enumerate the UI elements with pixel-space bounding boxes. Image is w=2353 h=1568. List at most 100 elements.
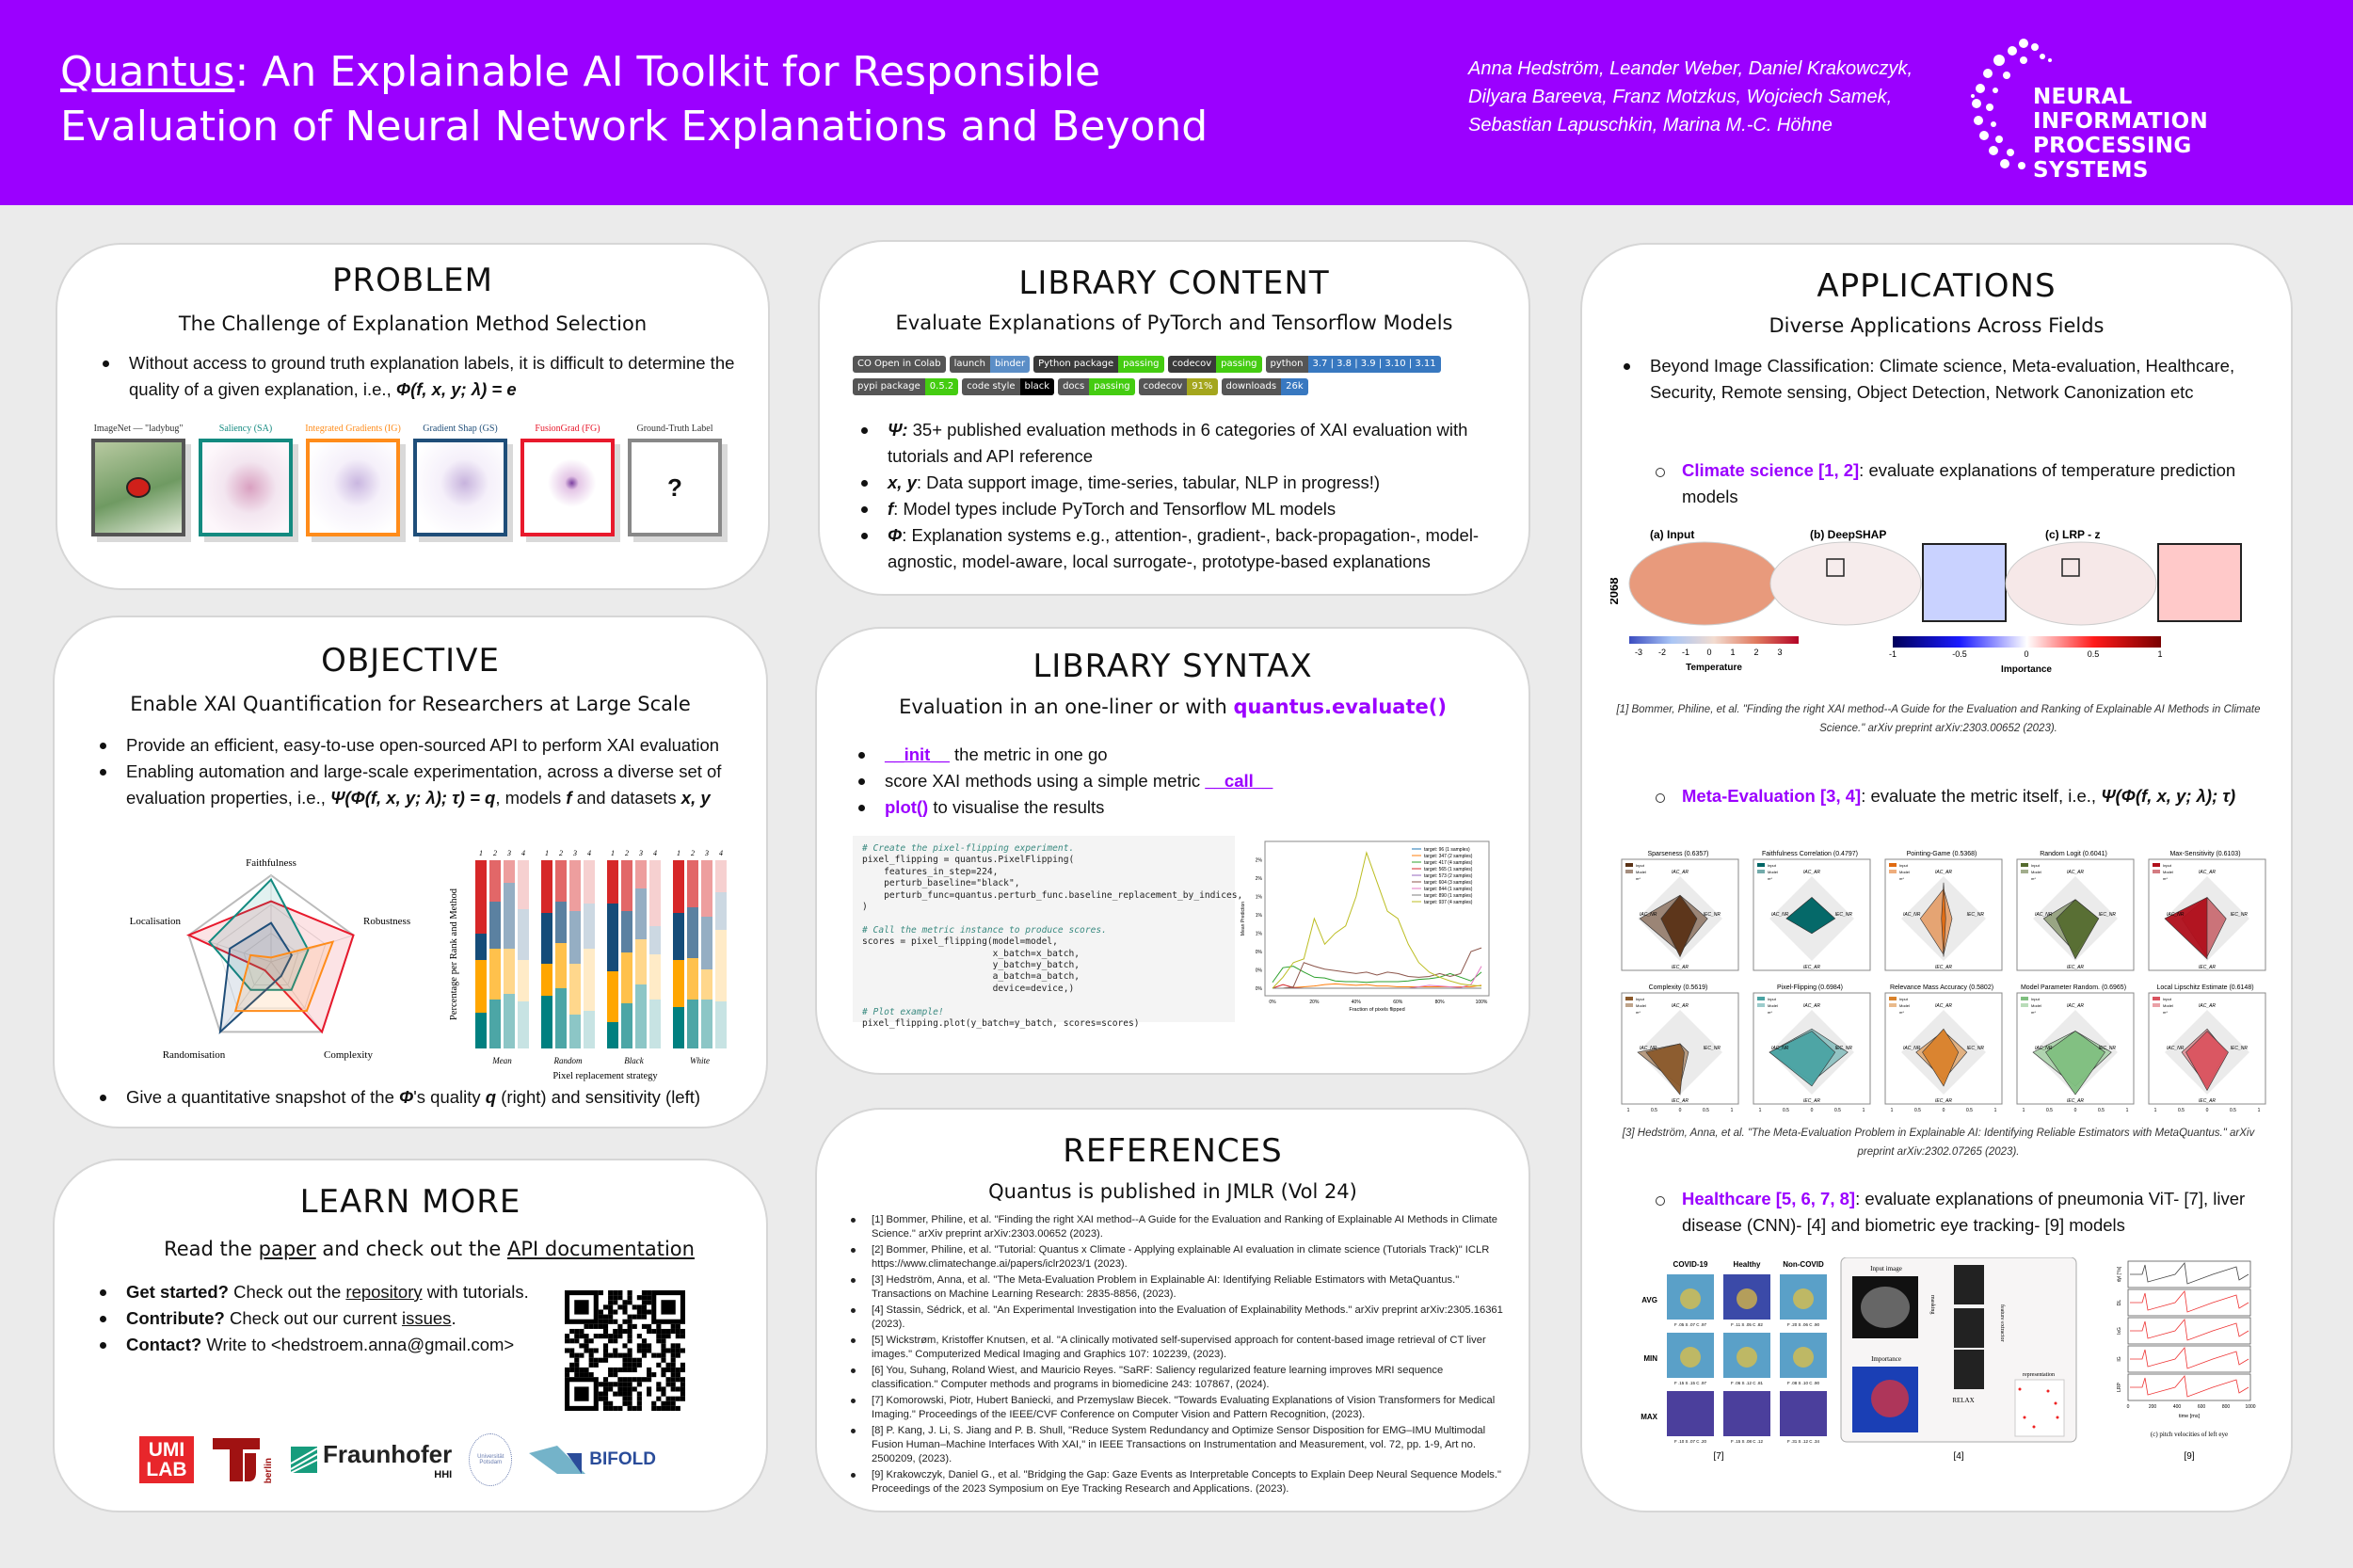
colorbar-tick: 2 [1753,648,1758,657]
qr-module [627,1377,632,1383]
bullet-item: score XAI methods using a simple metric … [851,768,1510,794]
sub-bullet-list: Meta-Evaluation [3, 4]: evaluate the met… [1648,783,2269,809]
qr-module [627,1400,632,1406]
legend-entry: Input [1636,997,1645,1001]
qr-module [627,1314,632,1320]
qr-module [656,1362,662,1368]
qr-module [588,1323,594,1329]
link[interactable]: repository [345,1282,423,1302]
qr-module [636,1396,642,1401]
radar-spoke [270,935,354,963]
x-tick-label: 100% [1476,1000,1488,1005]
qr-module [613,1405,618,1411]
bar-segment [555,902,567,943]
badge-value: 0.5.2 [924,378,959,395]
xray-heatmap [1723,1391,1770,1436]
bar-segment [649,954,661,1000]
qr-code[interactable] [565,1290,685,1411]
radar-input-area [1769,1031,1836,1087]
qr-module [656,1352,662,1358]
y-axis-label: dyl [°/s] [2117,1266,2122,1282]
qr-module [641,1309,648,1315]
bar-segment [584,904,595,949]
panel-label: (a) Input [1650,528,1694,541]
radar-panel-title: Relevance Mass Accuracy (0.5802) [1890,984,1993,991]
x-tick-label: 0.5 [2046,1108,2053,1113]
qr-module [584,1323,589,1329]
qr-module [647,1300,652,1305]
qr-module [588,1352,594,1358]
qr-module [602,1382,609,1387]
qr-module [627,1334,632,1339]
qr-module [598,1290,603,1296]
bullet-item: Contact? Write to <hedstroem.anna@gmail.… [92,1332,563,1358]
qr-module [593,1334,599,1339]
bar-segment [541,913,552,964]
legend-swatch [1889,863,1897,867]
authors: Anna Hedström, Leander Weber, Daniel Kra… [1468,55,1913,139]
qr-module [647,1328,652,1335]
qr-module [608,1382,614,1387]
qr-module [670,1357,676,1363]
rank-label: 3 [704,849,709,857]
bar-segment [475,1013,487,1048]
rank-label: 4 [521,849,525,857]
diagram-label: Input image [1870,1265,1902,1272]
qr-module [622,1343,628,1349]
qr-module [613,1290,618,1296]
rank-label: 4 [587,849,591,857]
world-map [1769,541,1922,626]
qr-module [608,1400,614,1406]
link[interactable]: API documentation [506,1238,695,1260]
quantus-link[interactable]: Quantus [60,48,235,96]
colorbar-label: Temperature [1686,663,1742,673]
link[interactable]: __init__ [885,744,950,764]
qr-module [598,1357,603,1363]
text-run: q [485,1087,497,1107]
qr-module [584,1348,589,1353]
link[interactable]: issues [401,1308,452,1328]
rank-label: 4 [719,849,723,857]
references-panel: REFERENCES Quantus is published in JMLR … [815,1108,1530,1512]
bar-segment [701,917,712,969]
bar-segment [635,984,647,1048]
qr-module [627,1328,632,1335]
status-badge[interactable]: CO Open in Colab [853,356,946,373]
radar-axis-label: IAC_AR [2199,870,2216,875]
qr-module [569,1362,575,1368]
qr-module [670,1400,676,1406]
bullet-item: Get started? Check out the repository wi… [92,1279,563,1305]
qr-module [574,1334,580,1339]
link[interactable]: paper [258,1238,316,1260]
heatmap-caption: F .05 S .07 C .97 [1674,1322,1707,1327]
diagram-label: feature extractor [1999,1304,2006,1341]
line-series [1273,947,1482,989]
bar-segment [518,909,529,960]
section-title: PROBLEM [332,262,493,299]
library-syntax-panel: LIBRARY SYNTAX Evaluation in an one-line… [815,627,1530,1075]
qr-module [608,1295,614,1301]
legend-entry: target: 844 (1 samples) [1424,887,1473,892]
rank-label: 1 [545,849,549,857]
code-line: device=device,) [862,983,1075,994]
qr-module [622,1319,628,1324]
text-run: Climate science [1, 2] [1682,460,1860,480]
row-label: AVG [1641,1296,1657,1304]
qr-module [632,1304,637,1310]
badge-value: binder [990,356,1031,373]
text-run: Evaluation in an one-liner or with [899,696,1234,718]
legend-entry: target: 604 (3 samples) [1424,880,1473,886]
legend-entry: Input [2163,997,2172,1001]
pixel-flipping-line-chart: 0%0%0%1%1%1%2%2%0%20%40%60%80%100%Fracti… [1241,840,1490,1013]
link[interactable]: __call__ [1205,771,1273,791]
xray-heatmap [1667,1391,1714,1436]
